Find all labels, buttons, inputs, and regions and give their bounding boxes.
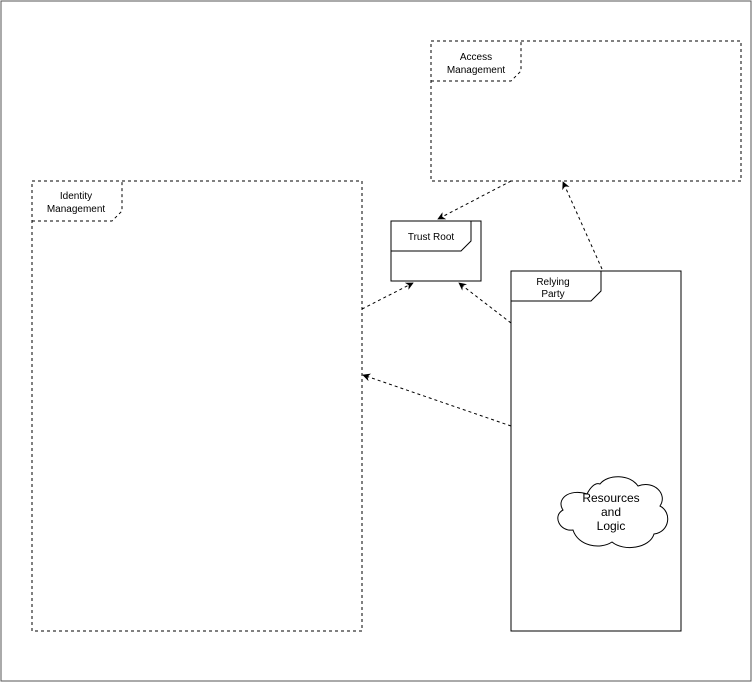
identity-management-package[interactable]: Identity Management (31, 180, 363, 632)
trust-root-label: Trust Root (408, 232, 455, 243)
identity-management-label-1: Identity (60, 191, 92, 202)
relying-party-label-2: Party (541, 289, 564, 300)
trust-root-package[interactable]: Trust Root (390, 220, 482, 282)
access-management-label-2: Management (447, 65, 506, 76)
resources-logic-label-3: Logic (597, 519, 626, 533)
resources-logic-cloud[interactable]: Resources and Logic (557, 476, 669, 549)
edge-relying-party-to-access[interactable] (562, 181, 603, 270)
identity-management-label-2: Management (47, 204, 106, 215)
relying-party-package[interactable]: Relying Party (510, 270, 682, 632)
access-management-label-1: Access (460, 52, 492, 63)
access-management-package[interactable]: Access Management (430, 40, 742, 182)
edge-access-to-trust-root[interactable] (437, 180, 512, 220)
edge-relying-party-to-identity[interactable] (362, 373, 512, 427)
resources-logic-label-2: and (601, 505, 621, 519)
resources-logic-label-1: Resources (582, 491, 639, 505)
edge-relying-party-to-trust-root[interactable] (458, 282, 512, 324)
edge-identity-to-trust-root[interactable] (361, 282, 414, 310)
relying-party-label-1: Relying (536, 277, 569, 288)
